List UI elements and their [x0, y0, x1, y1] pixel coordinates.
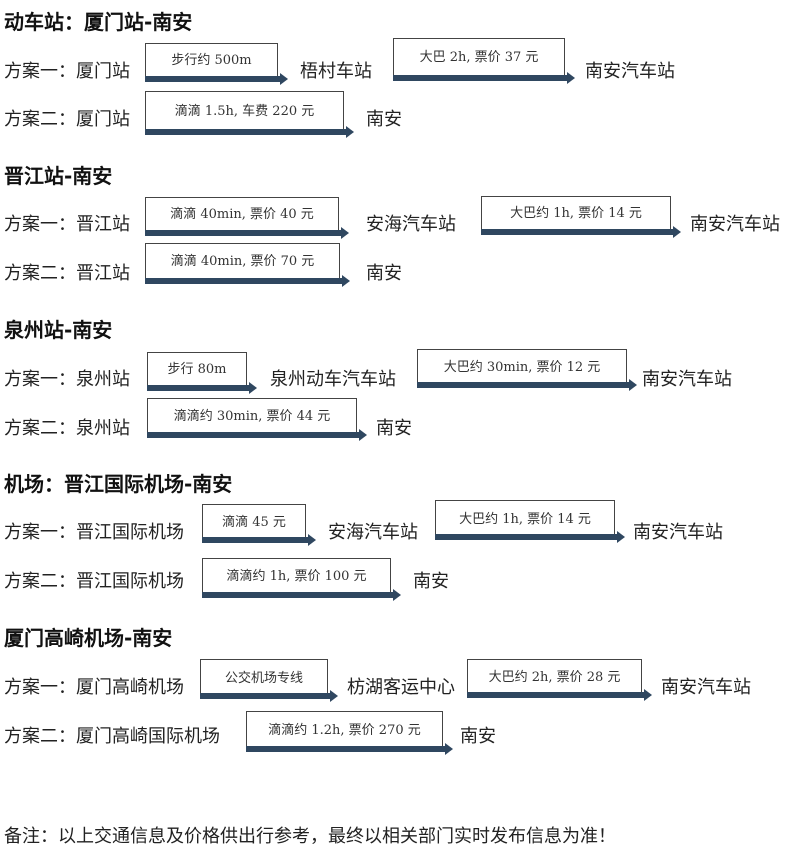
plan-label: 方案二：厦门站	[4, 109, 130, 130]
transport-text: 滴滴约 1h, 票价 100 元	[226, 569, 367, 584]
arrow-bar	[393, 75, 567, 81]
destination-label: 安海汽车站	[328, 522, 418, 543]
destination-label: 南安	[460, 726, 496, 747]
arrow-bar	[147, 432, 359, 438]
transport-box: 滴滴 1.5h, 车费 220 元	[145, 91, 344, 131]
arrow-right-icon	[280, 73, 288, 85]
transport-box: 大巴约 1h, 票价 14 元	[481, 196, 671, 230]
destination-label: 南安汽车站	[585, 61, 675, 82]
transport-text: 滴滴 1.5h, 车费 220 元	[174, 104, 315, 119]
destination-label: 泉州动车汽车站	[270, 369, 396, 390]
destination-label: 南安	[376, 418, 412, 439]
destination-label: 枋湖客运中心	[347, 677, 455, 698]
plan-label: 方案一：晋江站	[4, 214, 130, 235]
arrow-bar	[145, 230, 341, 236]
transport-text: 滴滴约 1.2h, 票价 270 元	[268, 722, 421, 738]
section-heading-xiamen-airport: 厦门高崎机场-南安	[4, 626, 173, 650]
arrow-right-icon	[567, 72, 575, 84]
destination-label: 南安汽车站	[633, 522, 723, 543]
transport-text: 滴滴 45 元	[222, 514, 286, 530]
plan-label: 方案一：厦门高崎机场	[4, 677, 184, 698]
arrow-right-icon	[341, 227, 349, 239]
arrow-bar	[145, 278, 342, 284]
arrow-right-icon	[342, 275, 350, 287]
arrow-bar	[417, 382, 629, 388]
arrow-right-icon	[346, 126, 354, 138]
section-heading-jinjiang-station: 晋江站-南安	[4, 164, 113, 188]
section-heading-xiamen-station: 动车站：厦门站-南安	[4, 10, 193, 34]
arrow-right-icon	[673, 226, 681, 238]
footnote: 备注：以上交通信息及价格供出行参考，最终以相关部门实时发布信息为准！	[4, 826, 616, 847]
arrow-bar	[200, 693, 330, 699]
destination-label: 南安汽车站	[642, 369, 732, 390]
transport-text: 滴滴约 30min, 票价 44 元	[173, 409, 331, 424]
arrow-bar	[202, 592, 393, 598]
plan-label: 方案二：厦门高崎国际机场	[4, 726, 220, 747]
transport-box: 步行 80m	[147, 352, 247, 386]
arrow-right-icon	[393, 589, 401, 601]
transport-box: 步行约 500m	[145, 43, 278, 77]
transport-box: 公交机场专线	[200, 659, 328, 696]
transport-text: 大巴约 1h, 票价 14 元	[459, 511, 591, 527]
transport-text: 步行 80m	[167, 362, 227, 377]
transport-box: 大巴约 1h, 票价 14 元	[435, 500, 615, 537]
plan-label: 方案二：晋江国际机场	[4, 571, 184, 592]
destination-label: 南安	[413, 571, 449, 592]
section-heading-jinjiang-airport: 机场：晋江国际机场-南安	[4, 472, 233, 496]
transport-text: 滴滴 40min, 票价 40 元	[170, 207, 314, 222]
destination-label: 南安汽车站	[690, 214, 780, 235]
plan-label: 方案一：晋江国际机场	[4, 522, 184, 543]
arrow-bar	[145, 76, 280, 82]
plan-label: 方案二：泉州站	[4, 418, 130, 439]
destination-label: 安海汽车站	[366, 214, 456, 235]
transport-box: 滴滴约 30min, 票价 44 元	[147, 398, 357, 434]
plan-label: 方案二：晋江站	[4, 263, 130, 284]
arrow-bar	[435, 534, 617, 540]
transport-box: 滴滴约 1.2h, 票价 270 元	[246, 711, 443, 748]
destination-label: 南安	[366, 263, 402, 284]
transport-box: 大巴约 30min, 票价 12 元	[417, 349, 627, 385]
destination-label: 南安	[366, 109, 402, 130]
transport-text: 大巴约 1h, 票价 14 元	[510, 206, 642, 221]
transport-text: 滴滴 40min, 票价 70 元	[170, 254, 315, 269]
arrow-bar	[202, 537, 308, 543]
transport-box: 滴滴 40min, 票价 40 元	[145, 197, 339, 231]
arrow-bar	[481, 229, 673, 235]
transport-text: 公交机场专线	[224, 670, 303, 686]
plan-label: 方案一：厦门站	[4, 61, 130, 82]
transport-box: 滴滴 45 元	[202, 504, 306, 539]
transport-text: 大巴 2h, 票价 37 元	[419, 50, 539, 65]
arrow-bar	[246, 746, 445, 752]
destination-label: 梧村车站	[300, 61, 372, 82]
transport-text: 步行约 500m	[171, 53, 252, 68]
transport-box: 滴滴约 1h, 票价 100 元	[202, 558, 391, 594]
arrow-right-icon	[330, 690, 338, 702]
arrow-bar	[147, 385, 249, 391]
transport-text: 大巴约 2h, 票价 28 元	[488, 669, 621, 685]
transport-box: 大巴 2h, 票价 37 元	[393, 38, 565, 76]
arrow-right-icon	[359, 429, 367, 441]
section-heading-quanzhou-station: 泉州站-南安	[4, 318, 113, 342]
arrow-right-icon	[445, 743, 453, 755]
transport-text: 大巴约 30min, 票价 12 元	[443, 360, 601, 375]
transport-box: 大巴约 2h, 票价 28 元	[467, 659, 642, 694]
arrow-bar	[467, 692, 644, 698]
arrow-right-icon	[644, 689, 652, 701]
arrow-right-icon	[617, 531, 625, 543]
arrow-right-icon	[308, 534, 316, 546]
arrow-right-icon	[249, 382, 257, 394]
plan-label: 方案一：泉州站	[4, 369, 130, 390]
transport-box: 滴滴 40min, 票价 70 元	[145, 243, 340, 279]
arrow-bar	[145, 129, 346, 135]
arrow-right-icon	[629, 379, 637, 391]
destination-label: 南安汽车站	[661, 677, 751, 698]
